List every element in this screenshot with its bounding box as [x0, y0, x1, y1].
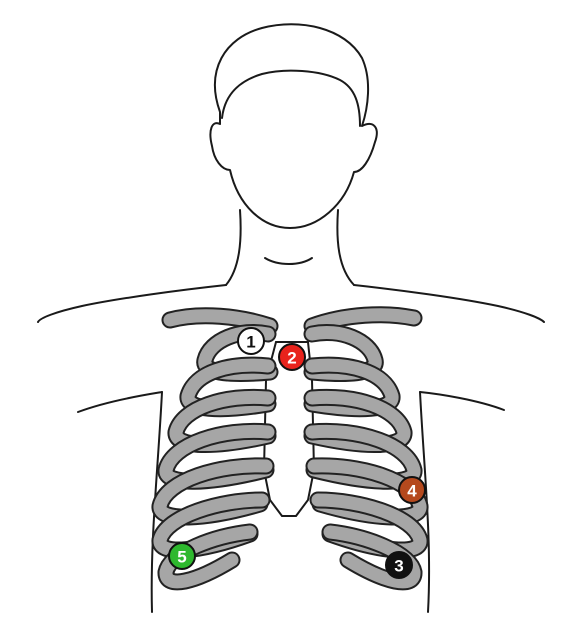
electrode-2: 2 — [279, 344, 305, 370]
head-outline — [210, 24, 376, 228]
electrode-label: 4 — [407, 482, 417, 501]
electrode-1: 1 — [238, 328, 264, 354]
electrode-3: 3 — [386, 552, 412, 578]
electrode-label: 1 — [246, 333, 255, 352]
body-outline — [38, 24, 544, 612]
electrode-4: 4 — [399, 477, 425, 503]
electrode-label: 2 — [287, 349, 296, 368]
electrode-label: 3 — [394, 557, 403, 576]
hairline — [222, 71, 360, 126]
neck-right — [337, 210, 354, 285]
neck-left — [226, 210, 241, 285]
electrode-label: 5 — [177, 548, 186, 567]
throat-line — [265, 258, 312, 264]
arm-right — [420, 392, 504, 410]
electrode-5: 5 — [169, 543, 195, 569]
arm-left — [78, 392, 162, 412]
